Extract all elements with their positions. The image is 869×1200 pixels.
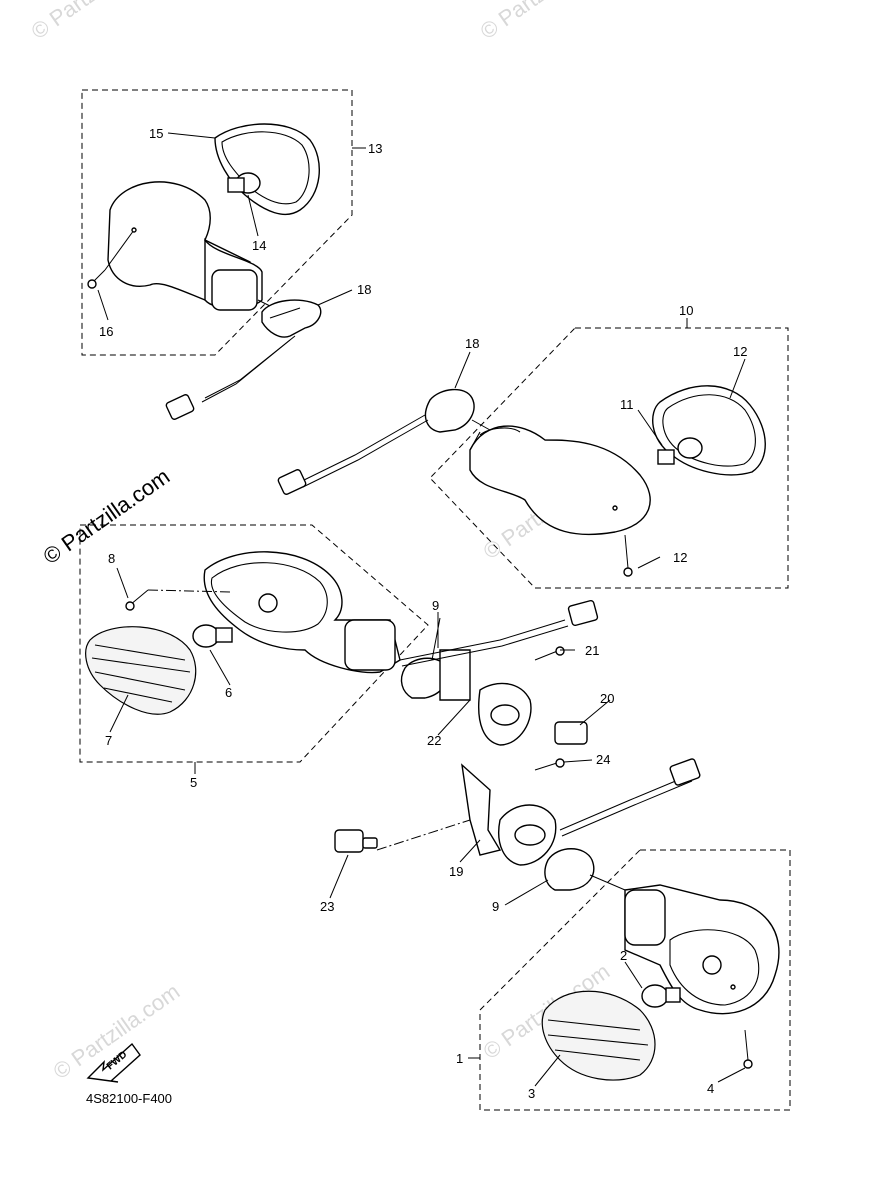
wire-10 bbox=[277, 414, 429, 495]
screw-8 bbox=[125, 589, 233, 611]
screw-17 bbox=[87, 227, 137, 289]
callout-19: 19 bbox=[449, 864, 463, 879]
callout-13: 12 bbox=[673, 550, 687, 565]
housing-5 bbox=[203, 551, 401, 674]
callout-20: 20 bbox=[600, 691, 614, 706]
callout-8: 8 bbox=[108, 551, 115, 566]
assembly-14-outline bbox=[81, 89, 366, 356]
callout-15: 14 bbox=[252, 238, 266, 253]
assembly-5-outline bbox=[79, 524, 429, 774]
callout-6: 6 bbox=[225, 685, 232, 700]
callout-21: 21 bbox=[585, 643, 599, 658]
callout-12: 12 bbox=[733, 344, 747, 359]
wire-1 bbox=[559, 758, 701, 837]
callout-23: 23 bbox=[320, 899, 334, 914]
callout-17: 16 bbox=[99, 324, 113, 339]
bulb-2 bbox=[641, 984, 681, 1008]
housing-1 bbox=[624, 884, 780, 1015]
callout-2: 2 bbox=[620, 948, 627, 963]
assembly-1-outline bbox=[468, 849, 791, 1111]
housing-10 bbox=[469, 425, 651, 536]
callout-18-right: 18 bbox=[465, 336, 479, 351]
grommet-20 bbox=[554, 721, 588, 745]
watermark-top-left: © Partzilla.com bbox=[27, 0, 163, 44]
bracket-19 bbox=[461, 763, 557, 866]
assembly-10-outline bbox=[429, 318, 789, 589]
lens-3 bbox=[541, 990, 656, 1081]
diagram-code: 4S82100-F400 bbox=[86, 1091, 172, 1106]
bracket-18-top bbox=[261, 299, 322, 338]
callout-14: 13 bbox=[368, 141, 382, 156]
callout-4: 4 bbox=[707, 1081, 714, 1096]
callout-11: 11 bbox=[620, 397, 634, 412]
lens-7 bbox=[85, 626, 197, 715]
wire-5 bbox=[399, 599, 599, 667]
callout-24: 24 bbox=[596, 752, 610, 767]
screw-21 bbox=[534, 646, 565, 661]
screw-4 bbox=[743, 1029, 753, 1069]
callout-18-top: 18 bbox=[357, 282, 371, 297]
bulb-15 bbox=[227, 172, 261, 194]
screw-13 bbox=[623, 534, 633, 577]
callout-22: 22 bbox=[427, 733, 441, 748]
bracket-9-lower bbox=[544, 848, 626, 891]
bracket-22 bbox=[439, 649, 532, 746]
wire-14 bbox=[165, 335, 296, 420]
grommet-23 bbox=[334, 829, 378, 853]
watermark-left-main: © Partzilla.com bbox=[39, 464, 175, 570]
callout-5: 5 bbox=[190, 775, 197, 790]
housing-14 bbox=[107, 181, 283, 313]
callout-7: 7 bbox=[105, 733, 112, 748]
callout-3: 3 bbox=[528, 1086, 535, 1101]
callout-1: 1 bbox=[456, 1051, 463, 1066]
bulb-11 bbox=[657, 437, 703, 465]
callout-10: 10 bbox=[679, 303, 693, 318]
screw-24 bbox=[534, 758, 565, 771]
lens-16 bbox=[214, 123, 320, 216]
callout-16: 15 bbox=[149, 126, 163, 141]
callout-9-upper: 9 bbox=[432, 598, 439, 613]
bracket-18-right bbox=[424, 388, 491, 433]
watermark-top-right: © Partzilla.com bbox=[476, 0, 612, 44]
bulb-6 bbox=[192, 624, 233, 648]
callout-9-lower: 9 bbox=[492, 899, 499, 914]
